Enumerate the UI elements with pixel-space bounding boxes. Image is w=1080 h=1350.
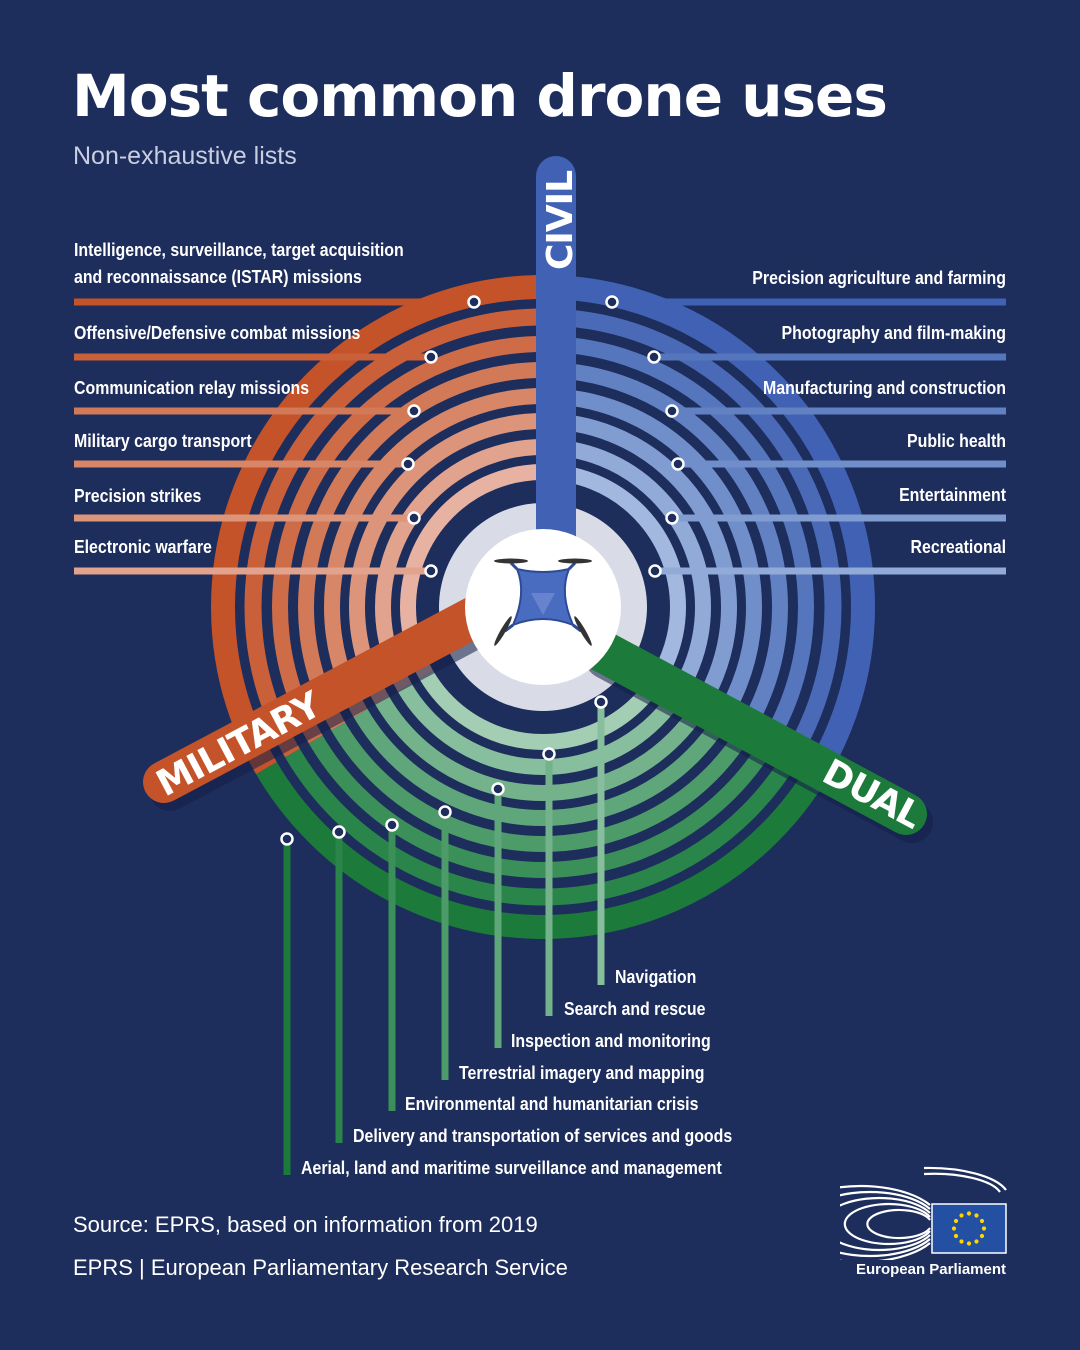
civil-ring (543, 275, 875, 939)
military-ring (349, 413, 543, 801)
eu-star (974, 1213, 979, 1218)
military-ring (244, 308, 543, 906)
civil-ring (543, 308, 842, 906)
civil-ring (543, 388, 762, 826)
eu-star (966, 1211, 972, 1216)
organisation-name: EPRS | European Parliamentary Research S… (73, 1255, 568, 1280)
page-subtitle: Non-exhaustive lists (73, 142, 297, 170)
dual-arm: DUAL (579, 629, 933, 843)
civil-label-list: Precision agriculture and farming Photog… (752, 267, 1006, 557)
dual-ring (272, 607, 814, 878)
military-leader-dot (424, 564, 438, 578)
military-item: Offensive/Defensive combat missions (74, 322, 360, 343)
civil-ring (543, 439, 711, 775)
dual-leader-dot (438, 805, 452, 819)
dual-rings (211, 607, 875, 939)
dual-ring (349, 607, 737, 801)
military-item: Intelligence, surveillance, target acqui… (74, 239, 404, 260)
military-leader-dot (407, 511, 421, 525)
civil-leader-dot (671, 457, 685, 471)
civil-item: Entertainment (899, 484, 1006, 505)
dual-leader-dot (542, 747, 556, 761)
dual-leader-dot (491, 782, 505, 796)
civil-ring (543, 336, 814, 878)
military-leader-dot (467, 295, 481, 309)
military-item: Military cargo transport (74, 430, 252, 451)
military-label-list: Intelligence, surveillance, target acqui… (74, 239, 404, 557)
eu-star (959, 1213, 964, 1218)
eu-star (981, 1226, 987, 1231)
military-leader-dot (424, 350, 438, 364)
military-ring (298, 362, 543, 852)
civil-leaders (605, 295, 1006, 578)
dual-item: Aerial, land and maritime surveillance a… (301, 1157, 722, 1178)
eu-star (979, 1218, 985, 1224)
eu-star (953, 1218, 959, 1224)
civil-ring (543, 362, 788, 852)
military-leaders (74, 295, 481, 578)
civil-leader-dot (647, 350, 661, 364)
dual-leader-dot (332, 825, 346, 839)
dual-ring (375, 607, 711, 775)
military-ring (211, 275, 543, 939)
dual-item: Delivery and transportation of services … (353, 1125, 732, 1146)
civil-item: Photography and film-making (782, 322, 1006, 343)
civil-item: Manufacturing and construction (763, 377, 1006, 398)
source-note: Source: EPRS, based on information from … (73, 1212, 538, 1237)
military-item: Communication relay missions (74, 377, 309, 398)
dual-leader-dot (594, 695, 608, 709)
civil-arm: CIVIL (536, 156, 581, 580)
dual-label-list: Navigation Search and rescue Inspection … (301, 966, 732, 1178)
dual-arm-label: DUAL (816, 752, 928, 837)
dual-item: Inspection and monitoring (511, 1030, 711, 1051)
civil-ring (543, 464, 686, 750)
military-item: Electronic warfare (74, 536, 212, 557)
civil-item: Precision agriculture and farming (752, 267, 1006, 288)
drone-icon (494, 558, 592, 646)
military-ring (324, 388, 543, 826)
dual-ring (211, 607, 875, 939)
civil-ring (543, 413, 737, 801)
eu-star (951, 1226, 957, 1231)
military-item: Precision strikes (74, 485, 201, 506)
military-leader-dot (401, 457, 415, 471)
dual-ring (324, 607, 762, 826)
military-ring (375, 439, 543, 775)
eu-star (953, 1233, 959, 1239)
civil-leader-dot (605, 295, 619, 309)
european-parliament-label: European Parliament (855, 1261, 1006, 1278)
civil-leader-dot (648, 564, 662, 578)
page-title: Most common drone uses (72, 62, 888, 130)
european-parliament-logo (840, 1166, 1007, 1260)
dual-item: Navigation (615, 966, 696, 987)
eu-star (959, 1239, 964, 1244)
dual-leader-dot (280, 832, 294, 846)
dual-leader-dot (385, 818, 399, 832)
eu-star (974, 1239, 979, 1244)
dual-item: Terrestrial imagery and mapping (459, 1062, 704, 1083)
civil-leader-dot (665, 404, 679, 418)
civil-item: Public health (907, 430, 1006, 451)
civil-item: Recreational (911, 536, 1006, 557)
military-item: and reconnaissance (ISTAR) missions (74, 266, 362, 287)
dual-ring (400, 607, 686, 750)
military-leader-dot (407, 404, 421, 418)
eu-star (979, 1233, 985, 1239)
dual-ring (298, 607, 788, 852)
civil-arm-label: CIVIL (540, 171, 581, 270)
dual-item: Search and rescue (564, 998, 705, 1019)
civil-rings (543, 275, 875, 939)
dual-item: Environmental and humanitarian crisis (405, 1093, 698, 1114)
dual-leaders (280, 695, 608, 1175)
military-rings (211, 275, 543, 939)
eu-star (966, 1241, 972, 1246)
military-ring (400, 464, 543, 750)
military-ring (272, 336, 543, 878)
civil-leader-dot (665, 511, 679, 525)
dual-ring (244, 607, 842, 906)
